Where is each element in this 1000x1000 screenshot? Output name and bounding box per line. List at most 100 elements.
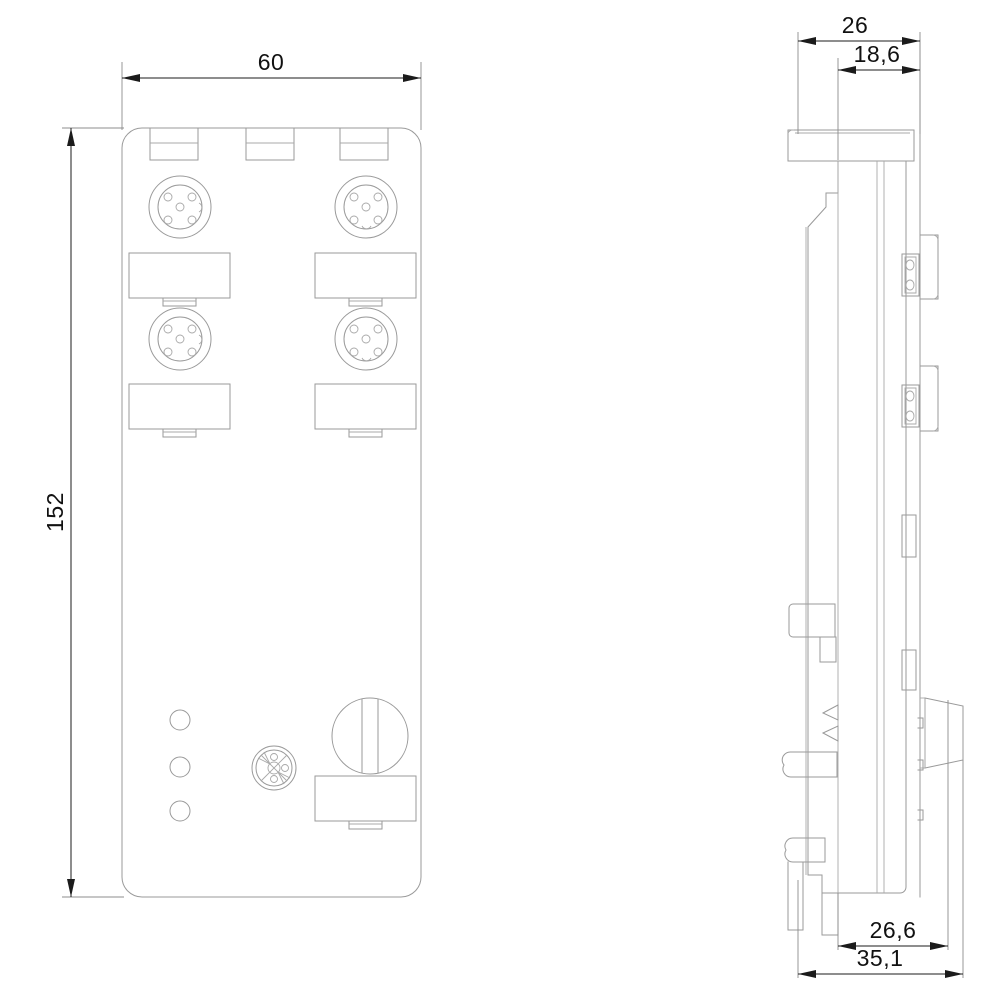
m12-pin-3 [349,215,359,225]
side-mounting-tab-stem [820,637,836,662]
m12-connector-bottom-right[interactable] [335,308,397,370]
front-view [122,128,421,897]
side-mounting-tab-middle [782,752,837,777]
arrowhead-right [945,970,963,978]
label-plate-4 [315,384,416,437]
ground-screw-cross-2 [260,754,288,782]
ground-screw-blade-2 [276,770,291,785]
m12-keyway-notch [198,202,203,213]
side-detail-bore-2 [905,410,915,422]
label-plate-2 [315,253,416,306]
m12-pin-2 [373,192,383,202]
dimension-front-height: 152 [42,127,124,898]
side-detail-block-top [902,254,919,296]
m12-outer-ring [335,176,397,238]
m12-outer-ring [335,308,397,370]
dim-value-side-bottom-inner: 26,6 [870,917,917,943]
label-plate-tab [349,821,382,829]
m12-pin-center [175,202,185,212]
arrowhead-right [930,942,948,950]
m12-pin-2 [187,324,197,334]
side-slot-lower [902,650,916,690]
side-mounting-tab-top [789,604,836,662]
m12-pin-4 [373,215,383,225]
ground-screw-outer-ring [252,746,296,790]
m12-connector-top-right[interactable] [335,176,397,238]
dimension-side-bottom-outer: 35,1 [797,760,964,978]
side-led-notch-1 [918,718,923,728]
arrowhead-left [798,37,816,45]
m12-pin-4 [373,347,383,357]
top-tab-2 [246,129,294,160]
label-plate-3 [129,384,230,437]
front-body-outline [122,128,421,897]
side-top-flange [788,130,914,161]
ground-screw-blade-1 [257,751,272,766]
rotary-switch[interactable] [332,698,408,774]
side-detail-block-body [902,385,919,427]
m12-keyway-notch [361,357,372,362]
led-1 [170,710,190,730]
side-slot-upper [902,515,916,557]
m12-connector-top-left[interactable] [149,176,211,238]
side-mounting-tab-body [785,838,825,862]
arrowhead-bottom [67,879,75,897]
m12-pin-1 [349,324,359,334]
arrowhead-left [838,66,856,74]
side-mounting-tab-stem [788,862,803,930]
m12-outer-ring [149,308,211,370]
m12-pin-3 [163,215,173,225]
m12-pin-center [175,334,185,344]
label-plate-body [315,776,416,821]
led-3 [170,801,190,821]
side-connector-port-top [920,235,938,299]
dimension-side-top-outer: 26 [797,12,921,134]
arrowhead-left [122,74,140,82]
side-led-notch-2 [918,760,923,770]
label-plate-body [315,253,416,298]
dim-value-front-width: 60 [258,49,285,75]
side-bottom-terminal [822,893,838,935]
m12-pin-3 [349,347,359,357]
dim-value-front-height: 152 [42,492,68,532]
m12-pin-center [361,334,371,344]
led-2 [170,757,190,777]
m12-pin-1 [163,324,173,334]
side-view [782,40,963,935]
side-detail-bore-2 [905,279,915,291]
arrowhead-top [67,128,75,146]
side-connector-port-bottom-edge [932,365,939,432]
side-rotary-boss [925,698,963,768]
side-body-outline [808,161,906,893]
label-plate-5 [315,776,416,829]
label-plate-tab [349,429,382,437]
top-tab-1 [150,129,198,160]
arrowhead-right [403,74,421,82]
side-detail-block-bottom [902,385,919,427]
ground-screw[interactable] [252,746,296,790]
side-barb-2 [823,726,838,741]
top-tab-3 [340,129,388,160]
m12-pin-1 [349,192,359,202]
m12-connector-bottom-left[interactable] [149,308,211,370]
ground-screw-inner-ring [256,750,292,786]
side-mounting-tab-bottom [785,838,825,930]
m12-keyway-notch [361,225,372,230]
label-plate-body [129,253,230,298]
side-connector-port-top-edge [932,234,939,300]
m12-pin-1 [163,192,173,202]
arrowhead-left [798,970,816,978]
ground-screw-lug-bottom [270,775,278,783]
label-plate-1 [129,253,230,306]
arrowhead-right [902,66,920,74]
arrowhead-left [838,942,856,950]
label-plate-body [129,384,230,429]
ground-screw-lug-top [270,753,278,761]
dimension-side-bottom-inner: 26,6 [837,700,949,950]
m12-pin-3 [163,347,173,357]
m12-pin-4 [187,347,197,357]
dim-value-side-top-inner: 18,6 [854,41,901,67]
dimension-side-top-inner: 18,6 [837,41,921,160]
